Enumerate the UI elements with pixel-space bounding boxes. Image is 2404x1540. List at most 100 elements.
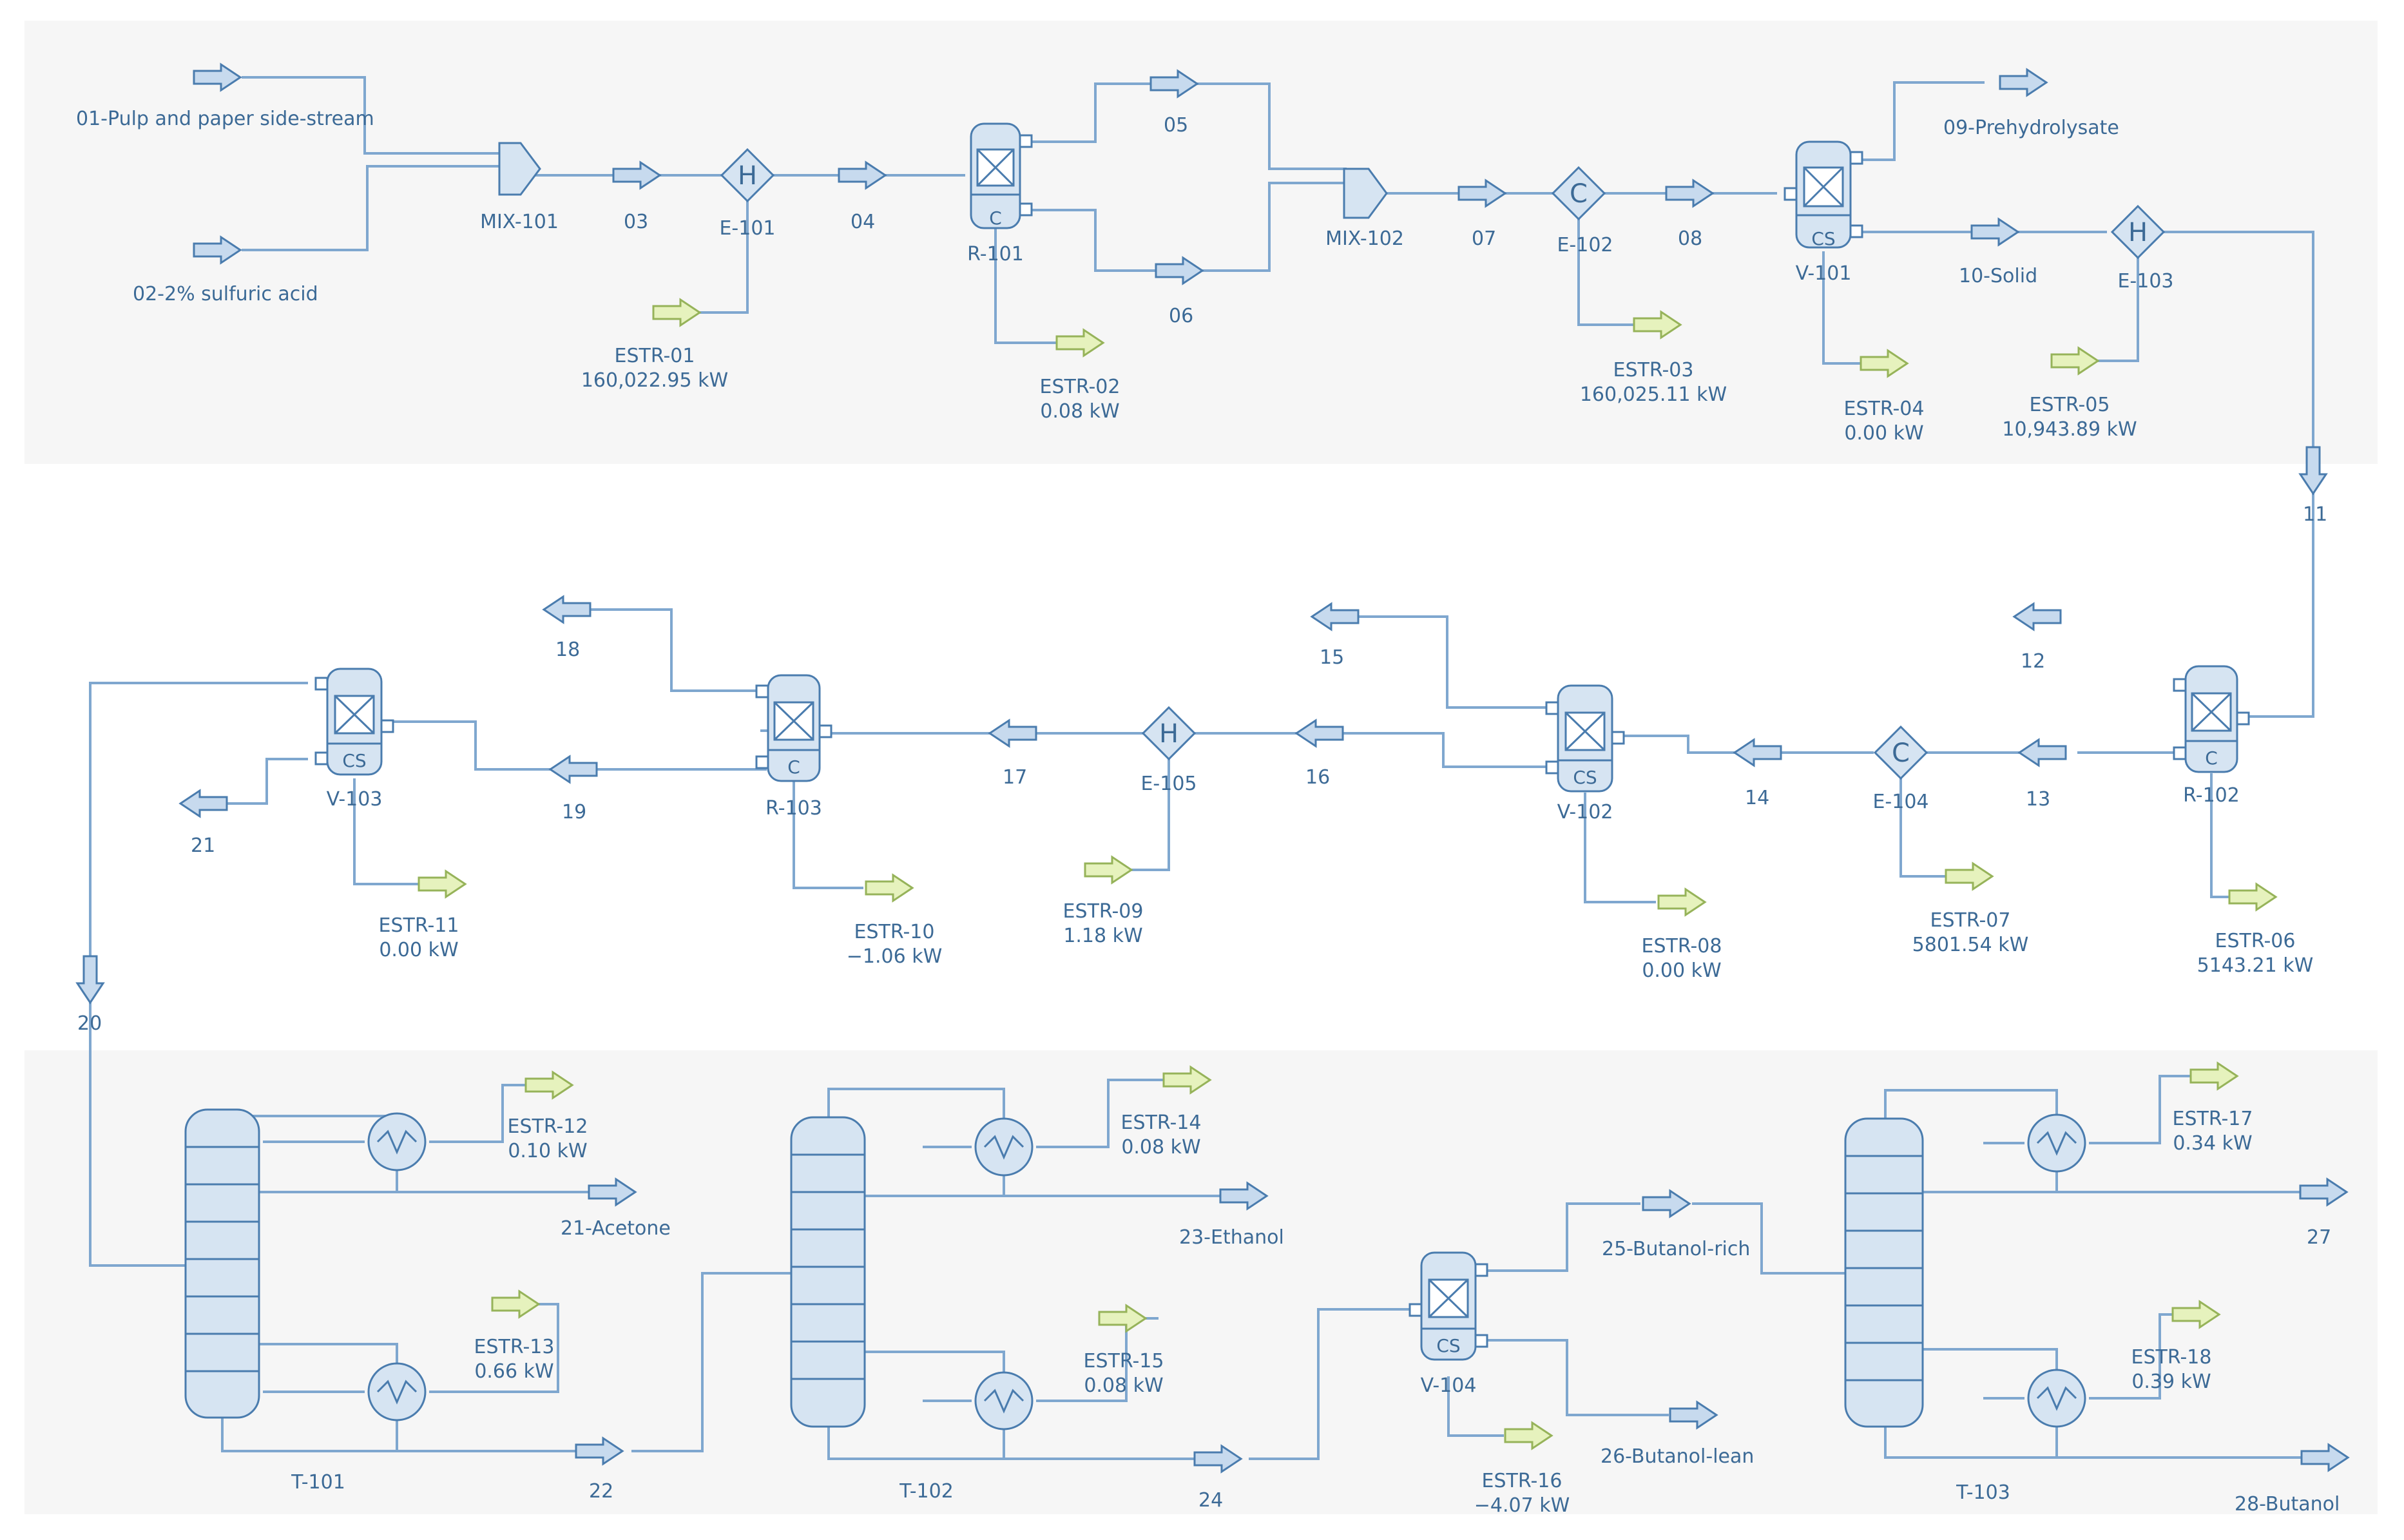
v-102-letter: CS bbox=[1573, 767, 1597, 788]
e-104-letter: C bbox=[1892, 738, 1910, 768]
stream-08: 08 bbox=[1678, 227, 1702, 250]
energy-estr-10: ESTR-10 −1.06 kW bbox=[847, 921, 943, 968]
svg-text:ESTR-09: ESTR-09 bbox=[1063, 900, 1144, 923]
stream-06: 06 bbox=[1169, 305, 1193, 327]
unit-letters: H C H C H bbox=[738, 161, 2148, 768]
e-103-letter: H bbox=[2128, 218, 2148, 247]
separator-v-102 bbox=[1545, 684, 1625, 793]
energy-estr-16: ESTR-16 −4.07 kW bbox=[1474, 1470, 1570, 1517]
label-e-105: E-105 bbox=[1140, 773, 1197, 795]
column-t-103 bbox=[1844, 1117, 1924, 1428]
label-e-103: E-103 bbox=[2117, 270, 2173, 293]
svg-text:ESTR-04: ESTR-04 bbox=[1844, 398, 1925, 420]
stream-21-acetone: 21-Acetone bbox=[561, 1217, 671, 1240]
cooler-e-104 bbox=[1873, 725, 1928, 780]
stream-11: 11 bbox=[2303, 503, 2327, 526]
svg-text:5801.54 kW: 5801.54 kW bbox=[1912, 934, 2029, 956]
energy-estr-14: ESTR-14 0.08 kW bbox=[1121, 1112, 1202, 1159]
stream-01: 01-Pulp and paper side-stream bbox=[76, 108, 374, 130]
energy-estr-15: ESTR-15 0.08 kW bbox=[1084, 1350, 1164, 1397]
stream-24: 24 bbox=[1198, 1489, 1223, 1512]
column-t-101 bbox=[184, 1108, 260, 1419]
energy-estr-07: ESTR-07 5801.54 kW bbox=[1912, 909, 2029, 956]
columns bbox=[184, 1108, 1924, 1428]
energy-estr-11: ESTR-11 0.00 kW bbox=[379, 914, 459, 961]
label-v-101: V-101 bbox=[1796, 262, 1852, 285]
energy-estr-03: ESTR-03 160,025.11 kW bbox=[1580, 359, 1727, 406]
energy-estr-18: ESTR-18 0.39 kW bbox=[2131, 1346, 2212, 1393]
label-e-101: E-101 bbox=[719, 217, 775, 240]
mixer-mix-101 bbox=[498, 142, 541, 196]
r-103-letter: C bbox=[787, 756, 800, 778]
units bbox=[498, 142, 2166, 780]
energy-estr-13: ESTR-13 0.66 kW bbox=[474, 1336, 555, 1383]
svg-text:160,022.95 kW: 160,022.95 kW bbox=[581, 369, 728, 392]
svg-text:0.66 kW: 0.66 kW bbox=[474, 1360, 553, 1383]
stream-10: 10-Solid bbox=[1959, 265, 2037, 287]
v-101-letter: CS bbox=[1811, 228, 1835, 249]
cooler-e-102 bbox=[1551, 166, 1606, 221]
reboiler-t-102 bbox=[974, 1371, 1034, 1430]
heater-e-103 bbox=[2110, 204, 2166, 260]
mixer-mix-102 bbox=[1343, 168, 1388, 219]
r-102-letter: C bbox=[2205, 747, 2218, 769]
svg-text:−4.07 kW: −4.07 kW bbox=[1474, 1494, 1570, 1517]
condenser-t-102 bbox=[974, 1117, 1034, 1177]
svg-text:ESTR-13: ESTR-13 bbox=[474, 1336, 555, 1358]
svg-text:0.08 kW: 0.08 kW bbox=[1040, 400, 1119, 423]
stream-13: 13 bbox=[2026, 788, 2050, 811]
condenser-t-101 bbox=[367, 1112, 427, 1171]
energy-estr-12: ESTR-12 0.10 kW bbox=[508, 1115, 588, 1162]
label-mix-102: MIX-102 bbox=[1325, 227, 1404, 250]
svg-text:ESTR-06: ESTR-06 bbox=[2215, 930, 2296, 952]
reactor-r-102 bbox=[2173, 665, 2250, 773]
label-v-102: V-102 bbox=[1557, 801, 1613, 823]
svg-text:0.00 kW: 0.00 kW bbox=[379, 939, 458, 961]
stream-14: 14 bbox=[1745, 787, 1769, 809]
label-e-104: E-104 bbox=[1872, 791, 1928, 813]
e-102-letter: C bbox=[1570, 179, 1588, 209]
e-101-letter: H bbox=[738, 161, 757, 191]
energy-estr-04: ESTR-04 0.00 kW bbox=[1844, 398, 1925, 445]
separator-v-104 bbox=[1409, 1251, 1488, 1361]
svg-text:10,943.89 kW: 10,943.89 kW bbox=[2002, 418, 2137, 441]
svg-text:0.00 kW: 0.00 kW bbox=[1642, 959, 1721, 982]
heater-e-105 bbox=[1141, 706, 1197, 761]
vessels bbox=[314, 122, 2250, 1361]
separator-v-101 bbox=[1784, 140, 1863, 249]
svg-text:ESTR-08: ESTR-08 bbox=[1642, 935, 1722, 958]
stream-12: 12 bbox=[2021, 650, 2045, 673]
stream-23-ethanol: 23-Ethanol bbox=[1179, 1226, 1284, 1249]
stream-05: 05 bbox=[1164, 114, 1188, 137]
svg-text:−1.06 kW: −1.06 kW bbox=[847, 945, 943, 968]
v-103-letter: CS bbox=[342, 750, 366, 771]
reactor-r-103 bbox=[755, 674, 832, 782]
e-105-letter: H bbox=[1159, 719, 1178, 749]
exchangers-round bbox=[367, 1112, 2086, 1430]
energy-estr-01: ESTR-01 160,022.95 kW bbox=[581, 345, 728, 392]
svg-text:ESTR-10: ESTR-10 bbox=[854, 921, 935, 943]
stream-25-butanol-rich: 25-Butanol-rich bbox=[1602, 1238, 1750, 1260]
stream-20: 20 bbox=[77, 1012, 102, 1035]
svg-text:ESTR-17: ESTR-17 bbox=[2173, 1108, 2253, 1130]
svg-text:ESTR-12: ESTR-12 bbox=[508, 1115, 588, 1138]
svg-text:0.34 kW: 0.34 kW bbox=[2173, 1132, 2252, 1155]
label-v-103: V-103 bbox=[327, 788, 383, 811]
energy-estr-08: ESTR-08 0.00 kW bbox=[1642, 935, 1722, 982]
svg-text:ESTR-01: ESTR-01 bbox=[615, 345, 695, 367]
svg-text:ESTR-02: ESTR-02 bbox=[1040, 376, 1120, 398]
v-104-letter: CS bbox=[1436, 1335, 1460, 1356]
label-r-103: R-103 bbox=[765, 797, 822, 820]
stream-21: 21 bbox=[191, 834, 215, 857]
svg-text:ESTR-07: ESTR-07 bbox=[1930, 909, 2011, 932]
stream-16: 16 bbox=[1305, 766, 1330, 789]
label-v-104: V-104 bbox=[1421, 1374, 1477, 1397]
stream-02: 02-2% sulfuric acid bbox=[133, 283, 318, 305]
stream-28-butanol: 28-Butanol bbox=[2235, 1493, 2340, 1516]
r-101-letter: C bbox=[989, 207, 1002, 229]
label-t-101: T-101 bbox=[291, 1471, 345, 1494]
reactor-r-101 bbox=[970, 122, 1033, 229]
svg-text:ESTR-15: ESTR-15 bbox=[1084, 1350, 1164, 1372]
svg-text:0.10 kW: 0.10 kW bbox=[508, 1140, 587, 1162]
